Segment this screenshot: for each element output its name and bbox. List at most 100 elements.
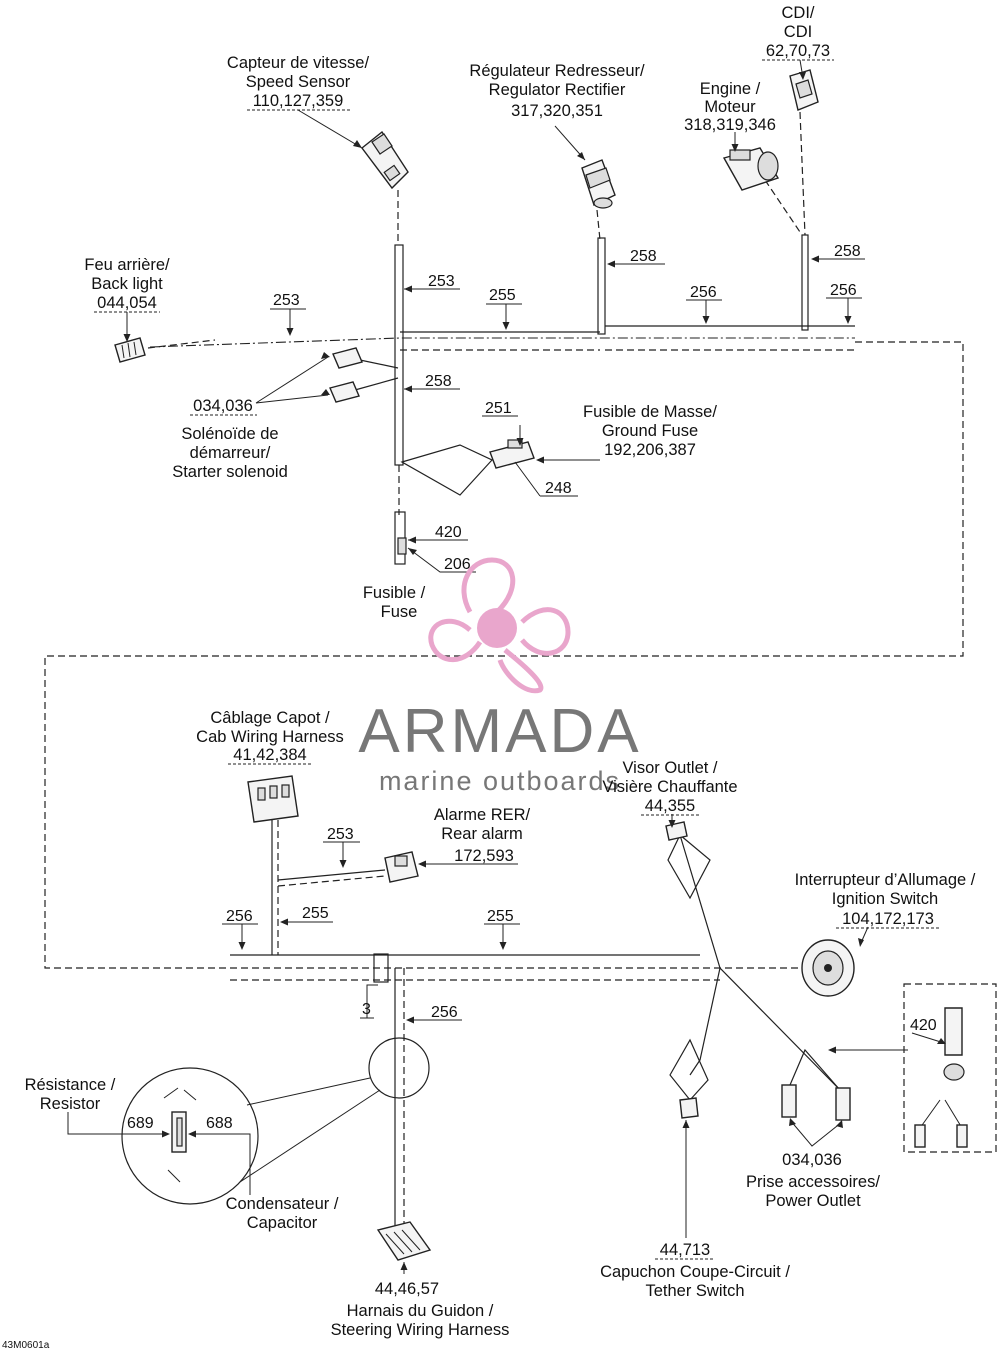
starter-solenoid-fr1: Solénoïde de bbox=[181, 425, 278, 443]
wiring-lines bbox=[44, 111, 997, 1240]
cab-harness-label: Câblage Capot / Cab Wiring Harness 41,42… bbox=[196, 709, 344, 765]
engine-connector bbox=[722, 147, 780, 191]
tether-switch-parts: 44,713 bbox=[660, 1241, 710, 1259]
engine-label: Engine / Moteur 318,319,346 bbox=[684, 80, 776, 134]
regulator-connector bbox=[581, 159, 616, 209]
callout-420-switch: 420 bbox=[910, 1017, 937, 1034]
armada-watermark: ARMADA marine outboards bbox=[358, 557, 641, 796]
rear-alarm-label: Alarme RER/ Rear alarm 172,593 bbox=[434, 806, 531, 865]
callout-numbers: 253 255 253 258 256 258 256 258 251 248 … bbox=[127, 243, 937, 1132]
callout-3: 3 bbox=[362, 1001, 371, 1018]
callout-253-back: 253 bbox=[273, 292, 300, 309]
power-outlet-en: Power Outlet bbox=[765, 1192, 861, 1210]
callout-420-fuse: 420 bbox=[435, 524, 462, 541]
back-light-parts: 044,054 bbox=[97, 294, 157, 312]
watermark-tagline: marine outboards bbox=[379, 766, 621, 796]
capacitor-en: Capacitor bbox=[247, 1214, 318, 1232]
fuse-fr: Fusible / bbox=[363, 584, 426, 602]
steering-harness-label: 44,46,57 Harnais du Guidon / Steering Wi… bbox=[331, 1280, 510, 1339]
visor-outlet-en: Visière Chauffante bbox=[602, 778, 737, 796]
speed-sensor-parts: 110,127,359 bbox=[253, 92, 344, 110]
starter-solenoid-label: 034,036 Solénoïde de démarreur/ Starter … bbox=[172, 397, 288, 481]
steering-harness-en: Steering Wiring Harness bbox=[331, 1321, 510, 1339]
callout-258-engine: 258 bbox=[834, 243, 861, 260]
cdi-fr: CDI/ bbox=[782, 4, 815, 22]
cdi-en: CDI bbox=[784, 23, 812, 41]
callout-256-right: 256 bbox=[830, 282, 857, 299]
ignition-switch-en: Ignition Switch bbox=[832, 890, 938, 908]
tether-switch-fr: Capuchon Coupe-Circuit / bbox=[600, 1263, 790, 1281]
speed-sensor-en: Speed Sensor bbox=[246, 73, 351, 91]
cab-harness-parts: 41,42,384 bbox=[233, 746, 306, 764]
callout-256-mid: 256 bbox=[690, 284, 717, 301]
callout-underlines bbox=[222, 297, 862, 1019]
regulator-en: Regulator Rectifier bbox=[489, 81, 626, 99]
power-outlet-parts: 034,036 bbox=[782, 1151, 842, 1169]
power-outlet-label: 034,036 Prise accessoires/ Power Outlet bbox=[746, 1151, 880, 1210]
capacitor-fr: Condensateur / bbox=[226, 1195, 339, 1213]
callout-206: 206 bbox=[444, 556, 471, 573]
leader-lines bbox=[67, 59, 945, 1274]
rear-alarm-fr: Alarme RER/ bbox=[434, 806, 531, 824]
ground-fuse-fr: Fusible de Masse/ bbox=[583, 403, 717, 421]
ground-fuse-parts: 192,206,387 bbox=[604, 441, 696, 459]
back-light-fr: Feu arrière/ bbox=[84, 256, 170, 274]
resistor-en: Resistor bbox=[40, 1095, 101, 1113]
cdi-parts: 62,70,73 bbox=[766, 42, 830, 60]
engine-fr: Engine / bbox=[700, 80, 761, 98]
ground-fuse-holder bbox=[489, 439, 535, 469]
cab-harness-connector bbox=[247, 775, 299, 823]
power-outlet-connectors bbox=[781, 1084, 851, 1121]
callout-255-cab: 255 bbox=[302, 905, 329, 922]
steering-harness-parts: 44,46,57 bbox=[375, 1280, 439, 1298]
callout-253-alarm: 253 bbox=[327, 826, 354, 843]
rear-alarm-parts: 172,593 bbox=[454, 847, 514, 865]
callout-688: 688 bbox=[206, 1115, 233, 1132]
callout-255-lower: 255 bbox=[487, 908, 514, 925]
fuse-en: Fuse bbox=[381, 603, 418, 621]
ignition-switch-parts: 104,172,173 bbox=[842, 910, 934, 928]
fuse-block bbox=[397, 537, 407, 555]
callout-255-top: 255 bbox=[489, 287, 516, 304]
ignition-switch-fr: Interrupteur d’Allumage / bbox=[795, 871, 976, 889]
regulator-parts: 317,320,351 bbox=[511, 102, 603, 120]
figure-code: 43M0601a bbox=[2, 1340, 50, 1351]
starter-solenoid-en: Starter solenoid bbox=[172, 463, 288, 481]
callout-689: 689 bbox=[127, 1115, 154, 1132]
back-light-en: Back light bbox=[91, 275, 163, 293]
tether-switch-en: Tether Switch bbox=[645, 1282, 744, 1300]
resistor-fr: Résistance / bbox=[25, 1076, 116, 1094]
callout-258-regulator: 258 bbox=[630, 248, 657, 265]
ignition-switch bbox=[801, 939, 855, 997]
propeller-logo bbox=[428, 557, 571, 694]
ground-fuse-label: Fusible de Masse/ Ground Fuse 192,206,38… bbox=[583, 403, 717, 459]
fuse-label: Fusible / Fuse bbox=[363, 584, 426, 621]
callout-253-trunk: 253 bbox=[428, 273, 455, 290]
visor-outlet-label: Visor Outlet / Visière Chauffante 44,355 bbox=[602, 759, 738, 816]
tether-switch-label: 44,713 Capuchon Coupe-Circuit / Tether S… bbox=[600, 1241, 790, 1300]
ground-fuse-en: Ground Fuse bbox=[602, 422, 698, 440]
visor-outlet-connector bbox=[665, 821, 688, 841]
arrowheads bbox=[123, 72, 946, 1270]
callout-251: 251 bbox=[485, 400, 512, 417]
steering-harness-fr: Harnais du Guidon / bbox=[347, 1302, 494, 1320]
cab-harness-fr: Câblage Capot / bbox=[210, 709, 330, 727]
speed-sensor-label: Capteur de vitesse/ Speed Sensor 110,127… bbox=[227, 54, 369, 111]
visor-outlet-fr: Visor Outlet / bbox=[622, 759, 717, 777]
regulator-fr: Régulateur Redresseur/ bbox=[469, 62, 645, 80]
cdi-label: CDI/ CDI 62,70,73 bbox=[762, 4, 834, 61]
visor-outlet-parts: 44,355 bbox=[645, 797, 695, 815]
back-light-label: Feu arrière/ Back light 044,054 bbox=[84, 256, 170, 313]
cdi-connector bbox=[789, 69, 819, 111]
cab-harness-en: Cab Wiring Harness bbox=[196, 728, 344, 746]
capacitor-label: Condensateur / Capacitor bbox=[226, 1195, 339, 1232]
watermark-brand: ARMADA bbox=[358, 697, 641, 766]
speed-sensor-connector bbox=[361, 130, 409, 190]
callout-256-lower: 256 bbox=[431, 1004, 458, 1021]
callout-248: 248 bbox=[545, 480, 572, 497]
engine-parts: 318,319,346 bbox=[684, 116, 776, 134]
starter-solenoid-connectors bbox=[329, 347, 363, 403]
resistor-label: Résistance / Resistor bbox=[25, 1076, 116, 1113]
steering-harness-connector bbox=[376, 1221, 432, 1261]
